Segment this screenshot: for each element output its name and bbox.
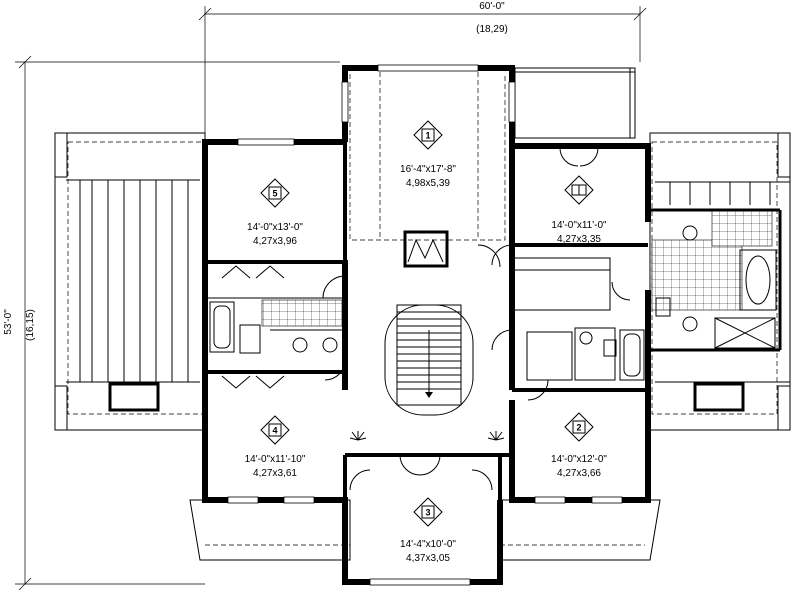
bath-left [205, 297, 345, 354]
room-2-number: 2 [576, 423, 581, 433]
stairwell [384, 304, 474, 416]
depth-ft-label: 53'-0" [3, 309, 14, 335]
dimension-width: 60'-0" (18,29) [198, 1, 647, 150]
study-dim-m: 4,27x3,35 [557, 234, 601, 245]
windows [227, 64, 623, 586]
hall-closets [511, 257, 645, 381]
closet-doors-left [221, 265, 285, 389]
left-porch [54, 132, 206, 431]
master-bay [349, 72, 506, 268]
room-3-number: 3 [425, 508, 430, 518]
study-dim-ft: 14'-0"x11'-0" [551, 220, 607, 231]
study-label: 14'-0"x11'-0" 4,27x3,35 [551, 175, 607, 245]
room-4-dim-m: 4,27x3,61 [253, 468, 297, 479]
room-5-dim-ft: 14'-0"x13'-0" [247, 222, 303, 233]
rear-balcony [514, 67, 636, 139]
dimension-depth: 53'-0" (16,15) [3, 55, 340, 590]
room-3-label: 3 14'-4"x10'-0" 4,37x3,05 [400, 497, 456, 564]
width-ft-label: 60'-0" [479, 1, 505, 12]
room-4-number: 4 [272, 426, 277, 436]
depth-m-label: (16,15) [25, 309, 36, 341]
room-4-dim-ft: 14'-0"x11'-10" [245, 454, 306, 465]
room-1-dim-m: 4,98x5,39 [406, 178, 450, 189]
room-5-label: 5 14'-0"x13'-0" 4,27x3,96 [247, 178, 303, 247]
room-3-dim-m: 4,37x3,05 [406, 553, 450, 564]
room-2-label: 2 14'-0"x12'-0" 4,27x3,66 [551, 412, 607, 479]
book-icon [571, 184, 587, 196]
room-1-dim-ft: 16'-4"x17'-8" [400, 164, 456, 175]
room-3-dim-ft: 14'-4"x10'-0" [400, 539, 456, 550]
room-5-dim-m: 4,27x3,96 [253, 236, 297, 247]
room-1-label: 1 16'-4"x17'-8" 4,98x5,39 [400, 120, 456, 189]
room-2-dim-m: 4,27x3,66 [557, 468, 601, 479]
hall-doors [322, 147, 631, 491]
room-5-number: 5 [272, 189, 277, 199]
width-m-label: (18,29) [476, 24, 508, 35]
bath-right [648, 208, 782, 352]
interior-walls [205, 142, 648, 500]
room-4-label: 4 14'-0"x11'-10" 4,27x3,61 [245, 415, 306, 479]
room-2-dim-ft: 14'-0"x12'-0" [551, 454, 607, 465]
room-1-number: 1 [425, 131, 430, 141]
plant-icon [349, 431, 505, 441]
